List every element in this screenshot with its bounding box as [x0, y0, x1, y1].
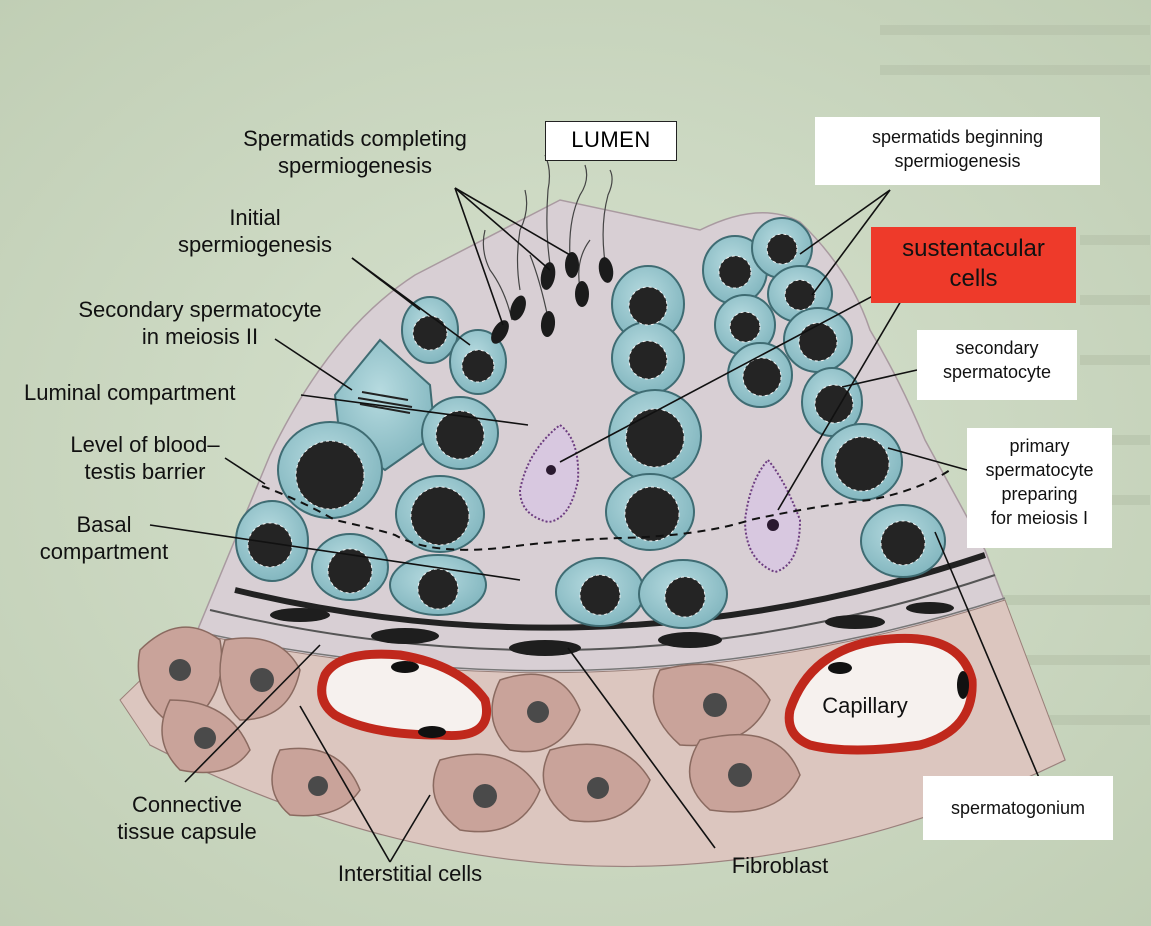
label-spermatids-completing: Spermatids completing spermiogenesis: [200, 125, 510, 179]
label-spermatids-completing-line2: spermiogenesis: [200, 152, 510, 179]
label-luminal-compartment: Luminal compartment: [24, 379, 236, 406]
box-primary-line4: for meiosis I: [967, 506, 1112, 530]
label-barrier-line2: testis barrier: [30, 458, 260, 485]
box-sustentacular-line1: sustentacular: [871, 234, 1076, 264]
label-connective-tissue-capsule: Connective tissue capsule: [92, 791, 282, 845]
box-spermatogonium: spermatogonium: [923, 776, 1113, 840]
box-primary-line3: preparing: [967, 482, 1112, 506]
label-basal-line1: Basal: [14, 511, 194, 538]
label-initial-line2: spermiogenesis: [150, 231, 360, 258]
box-primary-line1: primary: [967, 434, 1112, 458]
box-spermatids-beginning: spermatids beginning spermiogenesis: [815, 117, 1100, 185]
label-connective-line1: Connective: [92, 791, 282, 818]
label-initial-line1: Initial: [150, 204, 360, 231]
box-secondary-line1: secondary: [917, 336, 1077, 360]
label-fibroblast: Fibroblast: [700, 852, 860, 879]
label-blood-testis-barrier: Level of blood– testis barrier: [30, 431, 260, 485]
box-primary-line2: spermatocyte: [967, 458, 1112, 482]
box-spermatids-beginning-line1: spermatids beginning: [815, 125, 1100, 149]
label-capillary: Capillary: [800, 692, 930, 719]
label-secondary-meiosis: Secondary spermatocyte in meiosis II: [40, 296, 360, 350]
label-basal-compartment: Basal compartment: [14, 511, 194, 565]
label-initial-spermiogenesis: Initial spermiogenesis: [150, 204, 360, 258]
label-interstitial-cells: Interstitial cells: [300, 860, 520, 887]
lumen-label: LUMEN: [545, 121, 677, 161]
label-secondary-meiosis-line1: Secondary spermatocyte: [40, 296, 360, 323]
box-sustentacular-cells: sustentacular cells: [871, 227, 1076, 303]
box-sustentacular-line2: cells: [871, 264, 1076, 294]
label-basal-line2: compartment: [14, 538, 194, 565]
label-secondary-meiosis-line2: in meiosis II: [40, 323, 360, 350]
label-barrier-line1: Level of blood–: [30, 431, 260, 458]
box-primary-spermatocyte: primary spermatocyte preparing for meios…: [967, 428, 1112, 548]
box-secondary-line2: spermatocyte: [917, 360, 1077, 384]
label-spermatids-completing-line1: Spermatids completing: [200, 125, 510, 152]
box-spermatids-beginning-line2: spermiogenesis: [815, 149, 1100, 173]
box-secondary-spermatocyte: secondary spermatocyte: [917, 330, 1077, 400]
label-connective-line2: tissue capsule: [92, 818, 282, 845]
